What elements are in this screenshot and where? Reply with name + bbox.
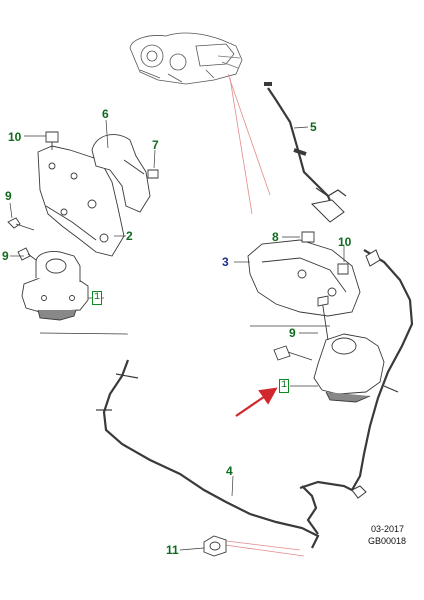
callout-11: 11	[166, 543, 179, 557]
callout-8: 8	[272, 230, 279, 244]
red-pointer-arrow-icon	[235, 387, 278, 417]
callout-10-right: 10	[338, 235, 352, 249]
bolts-left	[7, 131, 159, 261]
bracket-6	[91, 134, 151, 213]
callout-9-right: 9	[289, 326, 296, 340]
callout-9-lower: 9	[2, 249, 9, 263]
callout-2: 2	[126, 229, 133, 243]
right-bracket-3	[247, 239, 361, 317]
guide-lines	[217, 73, 305, 557]
boxed-marker-left: 1	[92, 291, 102, 305]
right-engine-mount	[273, 231, 385, 403]
callout-6: 6	[102, 107, 109, 121]
clip-11	[203, 535, 227, 557]
hose-right	[351, 249, 414, 499]
callout-9-upper: 9	[5, 189, 12, 203]
hose-4	[96, 359, 357, 549]
pipe-5	[264, 82, 347, 223]
left-upper-bracket	[37, 145, 125, 257]
callout-3: 3	[222, 255, 229, 269]
leader-lines	[9, 119, 345, 551]
callout-10-left: 10	[8, 130, 22, 144]
boxed-marker-right: 1	[279, 379, 289, 393]
reference-code: GB00018	[368, 536, 407, 546]
reference-date: 03-2017	[371, 524, 405, 534]
engine-illustration	[129, 32, 243, 85]
callout-5: 5	[310, 120, 317, 134]
callout-7: 7	[152, 138, 159, 152]
callout-4: 4	[226, 464, 233, 478]
left-engine-mount	[21, 251, 89, 321]
